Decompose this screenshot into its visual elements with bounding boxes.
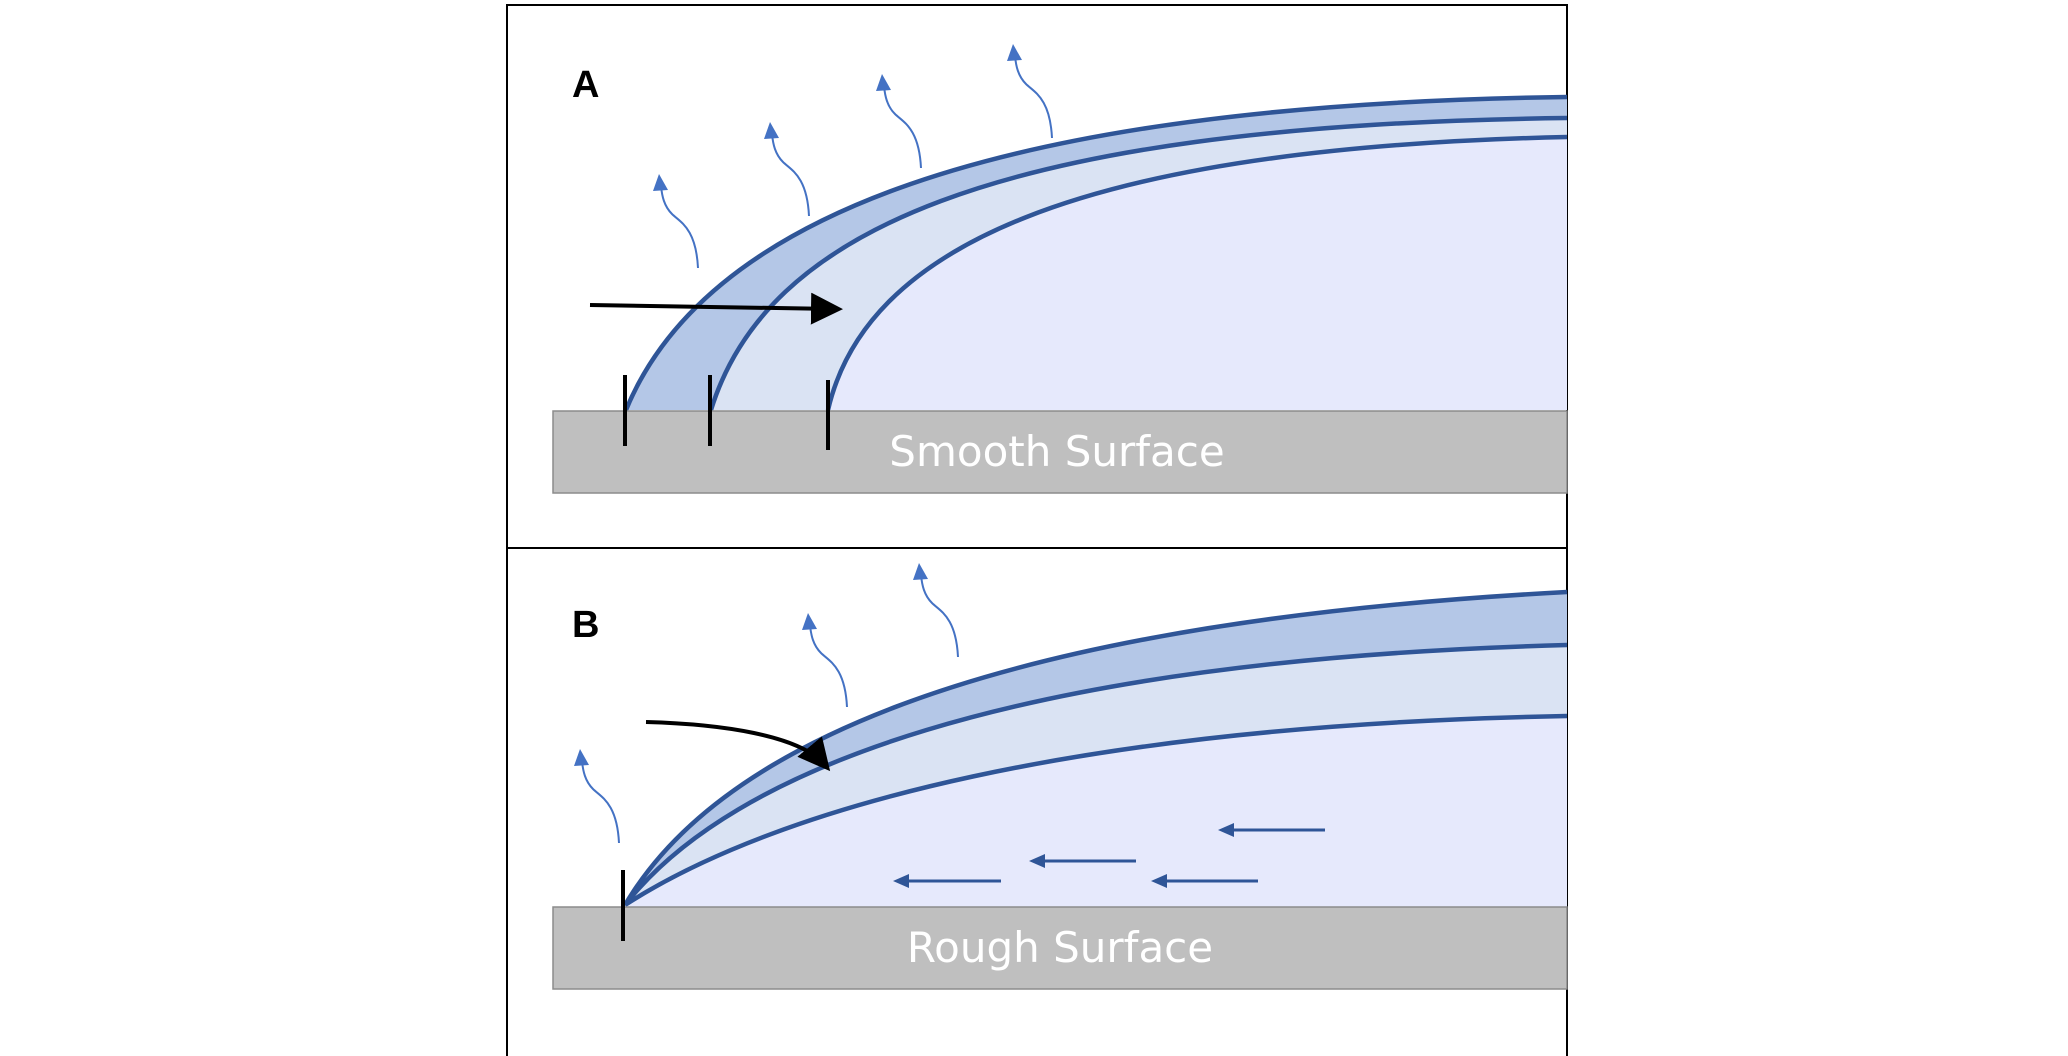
panel-a-wisp-2 [764, 122, 810, 217]
panel-a-flow-arrow [589, 292, 843, 325]
panel-a-outer-layer [626, 97, 1567, 410]
panel-a-wisp-4 [1007, 44, 1053, 139]
panel-b-back-arrow-1 [1218, 823, 1325, 837]
panel-b-inner-region [625, 716, 1567, 907]
panel-b-back-arrow-3 [893, 874, 1001, 888]
panel-a-middle-boundary [708, 115, 1568, 411]
panel-b: Rough Surface [506, 547, 1568, 1056]
panel-b-wisp-3 [913, 563, 959, 658]
panel-a-surface-label: Smooth Surface [889, 427, 1224, 476]
panel-a-middle-layer [711, 118, 1567, 410]
panel-b-surface [552, 906, 1568, 990]
panel-b-inner-boundary [623, 713, 1568, 907]
panel-b-back-arrow-2 [1029, 854, 1136, 868]
panel-a-inner-region [828, 137, 1567, 410]
panel-a-label: A [572, 64, 599, 106]
panel-b-flow-arrow [645, 720, 831, 772]
panel-b-back-arrow-4 [1151, 874, 1258, 888]
panel-b-label: B [572, 604, 599, 646]
panel-a-inner-boundary [825, 134, 1568, 411]
panel-a-outer-boundary [623, 94, 1568, 411]
panel-b-wisp-2 [802, 613, 848, 708]
panel-b-middle-layer [625, 645, 1567, 905]
panel-a-wisp-3 [876, 74, 922, 169]
panel-a: Smooth Surface A [506, 4, 1568, 549]
panel-b-middle-boundary [623, 642, 1568, 907]
panel-b-wisp-1 [574, 749, 620, 844]
panel-a-surface [552, 410, 1568, 494]
panel-a-wisp-1 [653, 174, 699, 269]
panel-b-outer-boundary [623, 589, 1568, 907]
panel-b-surface-label: Rough Surface [907, 923, 1213, 972]
